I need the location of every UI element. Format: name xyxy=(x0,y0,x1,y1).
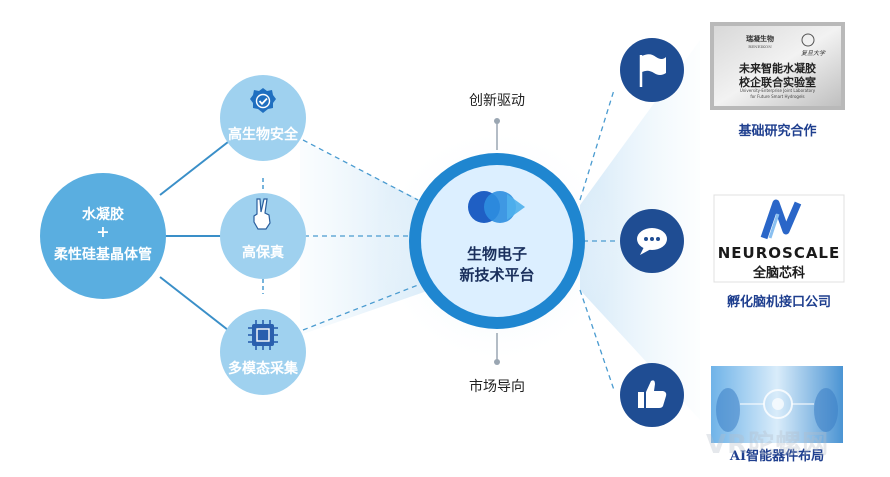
connector-left-bottom xyxy=(159,276,229,331)
center-bottom-label: 市场导向 xyxy=(469,379,525,395)
ai-device-image xyxy=(711,366,843,443)
left-main-line2: 柔性硅基晶体管 xyxy=(54,247,152,263)
center-title-line2: 新技术平台 xyxy=(459,266,535,284)
plaque-en-line2: for Future Smart Hydrogels xyxy=(750,94,805,99)
plaque-logo-right: 复旦大学 xyxy=(800,50,825,57)
plaque-title-line1: 未来智能水凝胶 xyxy=(739,62,816,75)
center-inner xyxy=(421,165,573,317)
connector-left-top xyxy=(159,141,229,196)
peace-hand-icon xyxy=(253,198,271,230)
plaque-title-line2: 校企联合实验室 xyxy=(739,76,816,89)
neuroscale-logo-en: NEUROSCALE xyxy=(717,244,841,262)
connector-feature-1-center xyxy=(302,139,419,201)
left-main-plus: + xyxy=(96,222,110,241)
left-main-circle xyxy=(40,173,166,299)
shield-check-icon xyxy=(250,88,276,113)
feature-circle-2 xyxy=(220,193,306,279)
feature-circle-1 xyxy=(220,75,306,161)
neuroscale-logo-image xyxy=(713,194,845,283)
feature-label-2: 高保真 xyxy=(242,245,284,261)
caption-research: 基础研究合作 xyxy=(738,124,817,139)
watermark: VR陀螺网 xyxy=(706,430,830,460)
plaque-logo-left-sub: RENEIKON xyxy=(748,44,772,49)
connector-feature-3-center xyxy=(302,284,419,331)
feature-circle-3 xyxy=(220,309,306,395)
pin-bottom-dot xyxy=(494,359,500,365)
center-top-label: 创新驱动 xyxy=(469,93,525,109)
feature-label-1: 高生物安全 xyxy=(228,127,298,143)
thumbs-up-icon xyxy=(638,380,667,408)
lab-plaque-image xyxy=(710,22,845,110)
caption-ai-device: AI智能器件布局 xyxy=(729,449,825,464)
pin-top-dot xyxy=(494,118,500,124)
flag-icon xyxy=(639,54,666,87)
caption-bci-company: 孵化脑机接口公司 xyxy=(726,295,831,310)
chat-bubble-icon xyxy=(637,228,667,255)
neuroscale-logo-cn: 全脑芯科 xyxy=(752,266,805,281)
plaque-logo-left: 瑞凝生物 xyxy=(746,34,774,43)
left-main-line1: 水凝胶 xyxy=(82,207,124,223)
feature-label-3: 多模态采集 xyxy=(228,361,298,377)
plaque-en-line1: University-Enterprise Joint Laboratory xyxy=(739,88,816,93)
center-title-line1: 生物电子 xyxy=(466,245,527,263)
center-logo-icon xyxy=(468,191,525,223)
chip-icon xyxy=(248,320,278,350)
connector-center-flag xyxy=(579,89,615,201)
